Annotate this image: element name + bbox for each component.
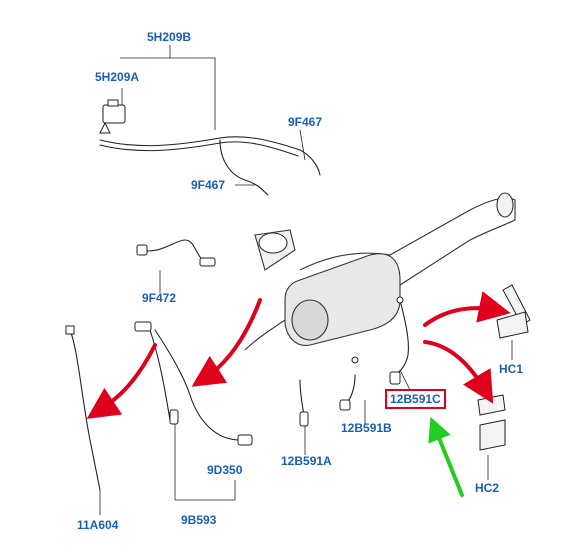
callout-9b593: 9B593	[181, 513, 217, 527]
callout-9f467-top: 9F467	[288, 115, 323, 129]
callout-12b591a: 12B591A	[281, 454, 332, 468]
arrow-to-9d350-icon	[191, 298, 262, 387]
arrow-to-hc1-icon	[423, 291, 511, 327]
callout-hc2: HC2	[475, 481, 500, 495]
callout-11a604: 11A604	[77, 518, 119, 532]
dpf-canister-icon	[244, 253, 401, 351]
callout-9f467-mid: 9F467	[191, 178, 226, 192]
callout-9f472: 9F472	[142, 291, 177, 305]
callout-hc1: HC1	[499, 362, 524, 376]
sensor-9b593-icon	[134, 321, 253, 446]
callout-5h209a: 5H209A	[95, 70, 140, 84]
arrow-to-hc2-icon	[423, 340, 494, 404]
red-arrows	[86, 291, 511, 419]
clip-hc2-icon	[477, 394, 506, 451]
connectors-12b591-icon	[299, 296, 404, 427]
green-arrows	[428, 416, 464, 497]
clip-hc1-icon	[496, 284, 531, 339]
arrow-to-12b591c-icon	[428, 416, 464, 497]
callout-5h209b: 5H209B	[147, 30, 192, 44]
sensor-5h209a-icon	[99, 99, 126, 134]
exhaust-pipe-icon	[254, 192, 516, 286]
callout-9d350: 9D350	[207, 463, 243, 477]
sensor-9f472-icon	[136, 244, 216, 267]
callout-12b591c: 12B591C	[385, 389, 446, 409]
leader-lines	[99, 45, 513, 515]
probe-11a604-icon	[65, 325, 75, 335]
callout-12b591b: 12B591B	[341, 421, 392, 435]
arrow-to-11a604-icon	[86, 343, 157, 419]
